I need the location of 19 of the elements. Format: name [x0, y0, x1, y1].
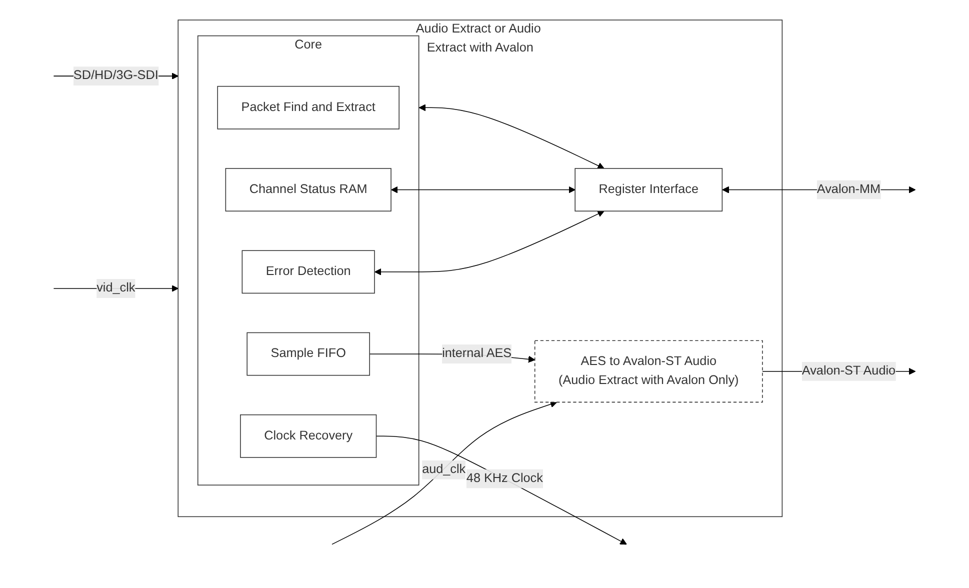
edge-label: Avalon-MM	[816, 182, 881, 196]
node-box: Channel Status RAM	[225, 168, 392, 212]
arrow	[332, 400, 558, 545]
arrow	[418, 104, 604, 169]
arrow	[376, 436, 627, 545]
arrow	[374, 210, 604, 276]
node-box: Sample FIFO	[246, 332, 370, 376]
edge-label: vid_clk	[96, 281, 136, 295]
edge-label: Avalon-ST Audio	[802, 364, 896, 378]
edge-label: SD/HD/3G-SDI	[73, 68, 158, 82]
node-box: Register Interface	[574, 168, 723, 212]
arrow	[391, 186, 576, 194]
edge-label: 48 KHz Clock	[466, 472, 543, 486]
node-box: Packet Find and Extract	[217, 86, 400, 130]
edge-label: internal AES	[442, 346, 512, 360]
edge-label: aud_clk	[422, 462, 466, 476]
node-box: Clock Recovery	[240, 414, 377, 458]
node-box: Error Detection	[242, 250, 375, 294]
node-box: AES to Avalon-ST Audio (Audio Extract with Avalon Only)	[534, 340, 763, 403]
